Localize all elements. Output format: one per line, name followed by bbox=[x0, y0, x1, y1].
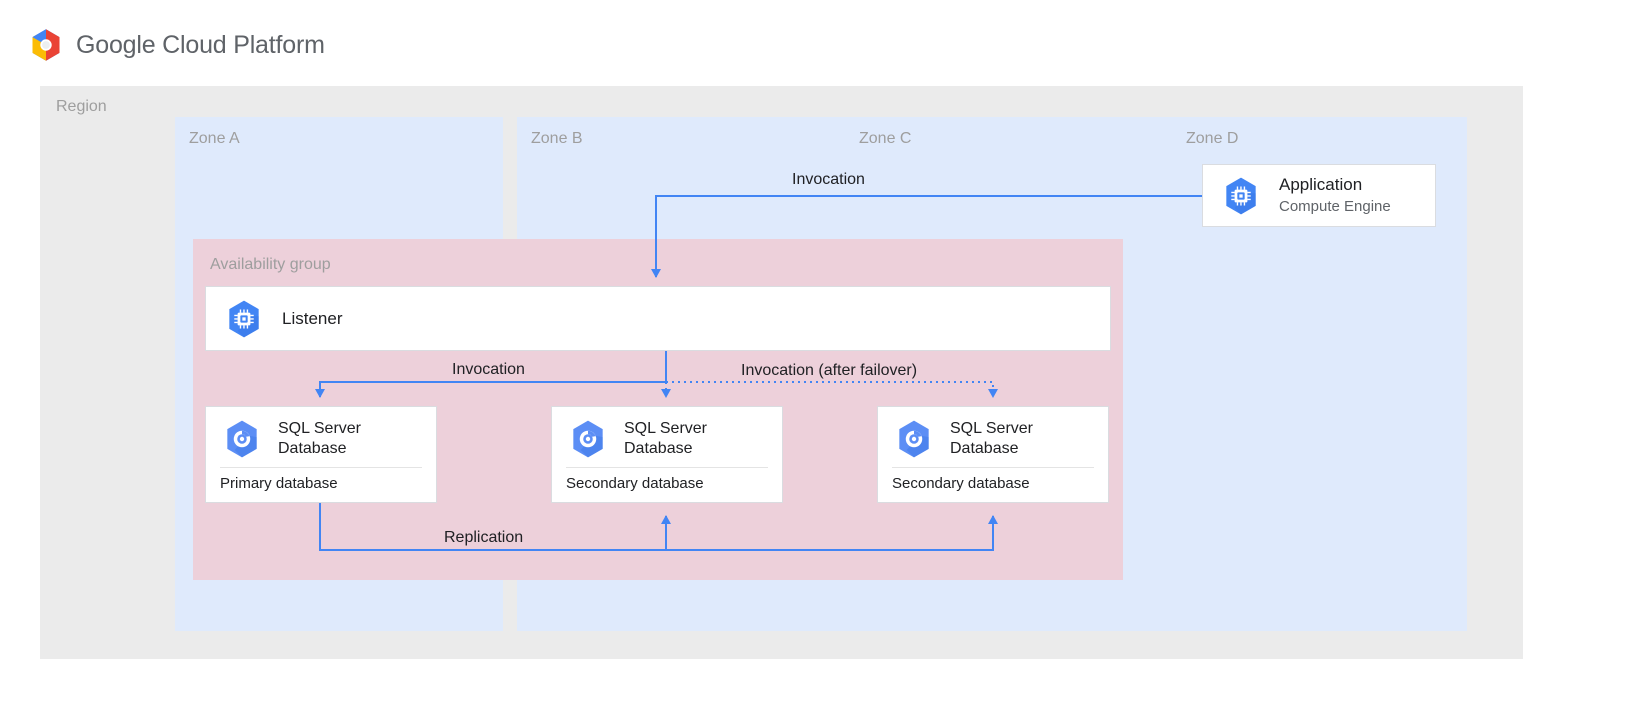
database-header: SQL Server Database bbox=[878, 407, 1108, 461]
listener-row: Listener bbox=[206, 287, 1110, 350]
compute-engine-icon bbox=[229, 300, 259, 337]
listener-node[interactable]: Listener bbox=[205, 286, 1111, 351]
database-role: Primary database bbox=[220, 475, 338, 492]
cloud-sql-icon bbox=[227, 420, 257, 458]
label-invocation-top: Invocation bbox=[792, 171, 865, 188]
region-label: Region bbox=[56, 98, 107, 115]
brand-name: Google Cloud Platform bbox=[76, 30, 325, 59]
database-header: SQL Server Database bbox=[206, 407, 436, 461]
zone-a-label: Zone A bbox=[189, 130, 240, 147]
database-title: SQL Server Database bbox=[278, 420, 361, 457]
database-node-zone-c[interactable]: SQL Server Database Secondary database bbox=[877, 406, 1109, 503]
database-divider bbox=[566, 467, 768, 468]
application-node[interactable]: Application Compute Engine bbox=[1202, 164, 1436, 227]
availability-group-label: Availability group bbox=[210, 256, 331, 273]
database-node-zone-a[interactable]: SQL Server Database Primary database bbox=[205, 406, 437, 503]
database-role: Secondary database bbox=[566, 475, 704, 492]
database-node-zone-b[interactable]: SQL Server Database Secondary database bbox=[551, 406, 783, 503]
application-title: Application bbox=[1279, 175, 1363, 194]
cloud-sql-icon bbox=[573, 420, 603, 458]
application-texts: Application Compute Engine bbox=[1279, 174, 1391, 217]
zone-b-label: Zone B bbox=[531, 130, 583, 147]
brand-header: Google Cloud Platform bbox=[28, 26, 325, 64]
label-invocation-left: Invocation bbox=[452, 361, 525, 378]
label-invocation-after-failover: Invocation (after failover) bbox=[741, 362, 918, 379]
label-replication: Replication bbox=[444, 529, 524, 546]
database-divider bbox=[892, 467, 1094, 468]
zone-c-label: Zone C bbox=[859, 130, 912, 147]
database-role: Secondary database bbox=[892, 475, 1030, 492]
listener-title: Listener bbox=[282, 308, 343, 328]
database-title: SQL Server Database bbox=[950, 420, 1033, 457]
listener-texts: Listener bbox=[282, 308, 342, 330]
zone-d-label: Zone D bbox=[1186, 130, 1239, 147]
application-subtitle: Compute Engine bbox=[1279, 198, 1391, 215]
google-cloud-platform-logo-icon bbox=[32, 29, 60, 61]
database-title: SQL Server Database bbox=[624, 420, 707, 457]
cloud-sql-icon bbox=[899, 420, 929, 458]
compute-engine-icon bbox=[1226, 177, 1256, 214]
database-header: SQL Server Database bbox=[552, 407, 782, 461]
application-row: Application Compute Engine bbox=[1203, 165, 1435, 226]
database-divider bbox=[220, 467, 422, 468]
